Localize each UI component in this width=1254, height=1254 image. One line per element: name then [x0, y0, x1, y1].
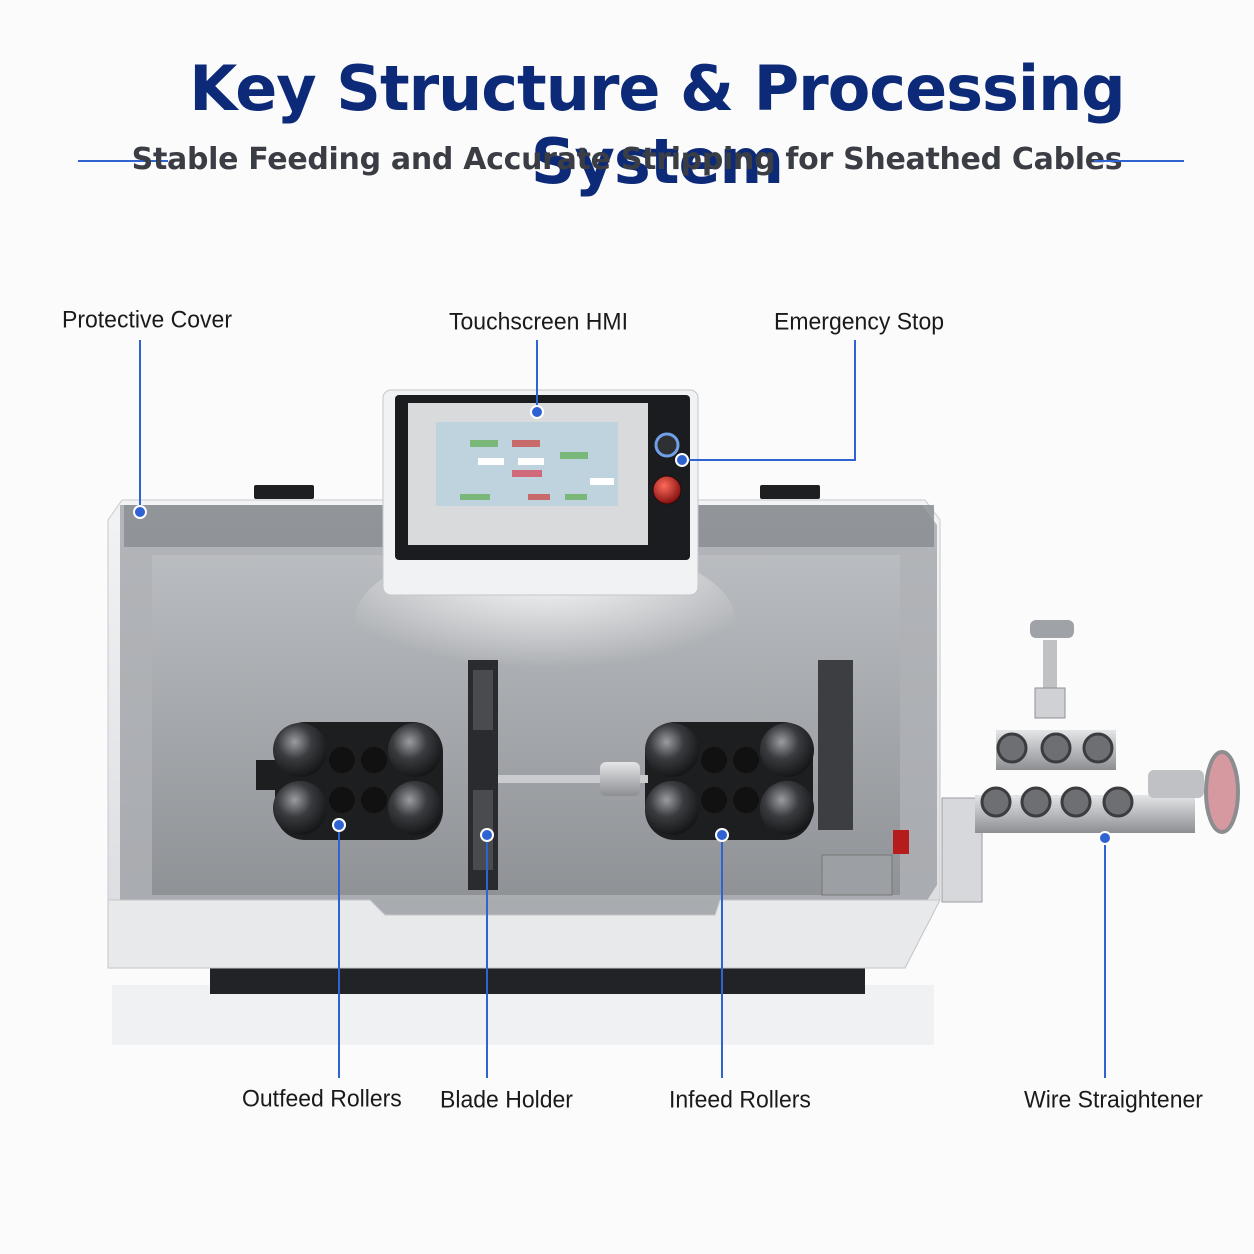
page-subtitle: Stable Feeding and Accurate Stripping fo… [131, 142, 1123, 177]
cover-handle-right [760, 485, 820, 499]
label-blade-holder: Blade Holder [440, 1085, 573, 1113]
callout-leader-lines [139, 340, 1106, 1078]
machine-foot [210, 968, 865, 994]
label-infeed-rollers: Infeed Rollers [669, 1085, 811, 1113]
label-emergency-stop: Emergency Stop [774, 307, 945, 335]
label-protective-cover: Protective Cover [62, 305, 233, 333]
pneumatic-cylinder [818, 660, 853, 830]
guide-rod [498, 775, 648, 783]
page-title: Key Structure & Processing System [189, 52, 1125, 198]
machine-base [112, 985, 934, 1045]
subtitle-rule-left [78, 160, 168, 162]
blade-holder [468, 660, 498, 890]
indicator-button [654, 432, 680, 458]
wire-straightener [941, 620, 1240, 903]
cover-handle-left [254, 485, 314, 499]
label-touchscreen-hmi: Touchscreen HMI [449, 307, 628, 335]
mount-plate [821, 854, 893, 896]
label-wire-straightener: Wire Straightener [1024, 1085, 1203, 1113]
lower-body-trim [107, 899, 941, 969]
callout-markers [133, 405, 1112, 845]
outfeed-rollers [256, 722, 443, 840]
infeed-rollers [645, 722, 814, 840]
warning-label [893, 830, 909, 854]
hmi-screen-widgets [460, 440, 614, 500]
label-outfeed-rollers: Outfeed Rollers [242, 1084, 402, 1112]
subtitle-rule-right [1094, 160, 1184, 162]
wire-guide-clamp [600, 762, 640, 796]
emergency-stop-button [652, 475, 682, 505]
